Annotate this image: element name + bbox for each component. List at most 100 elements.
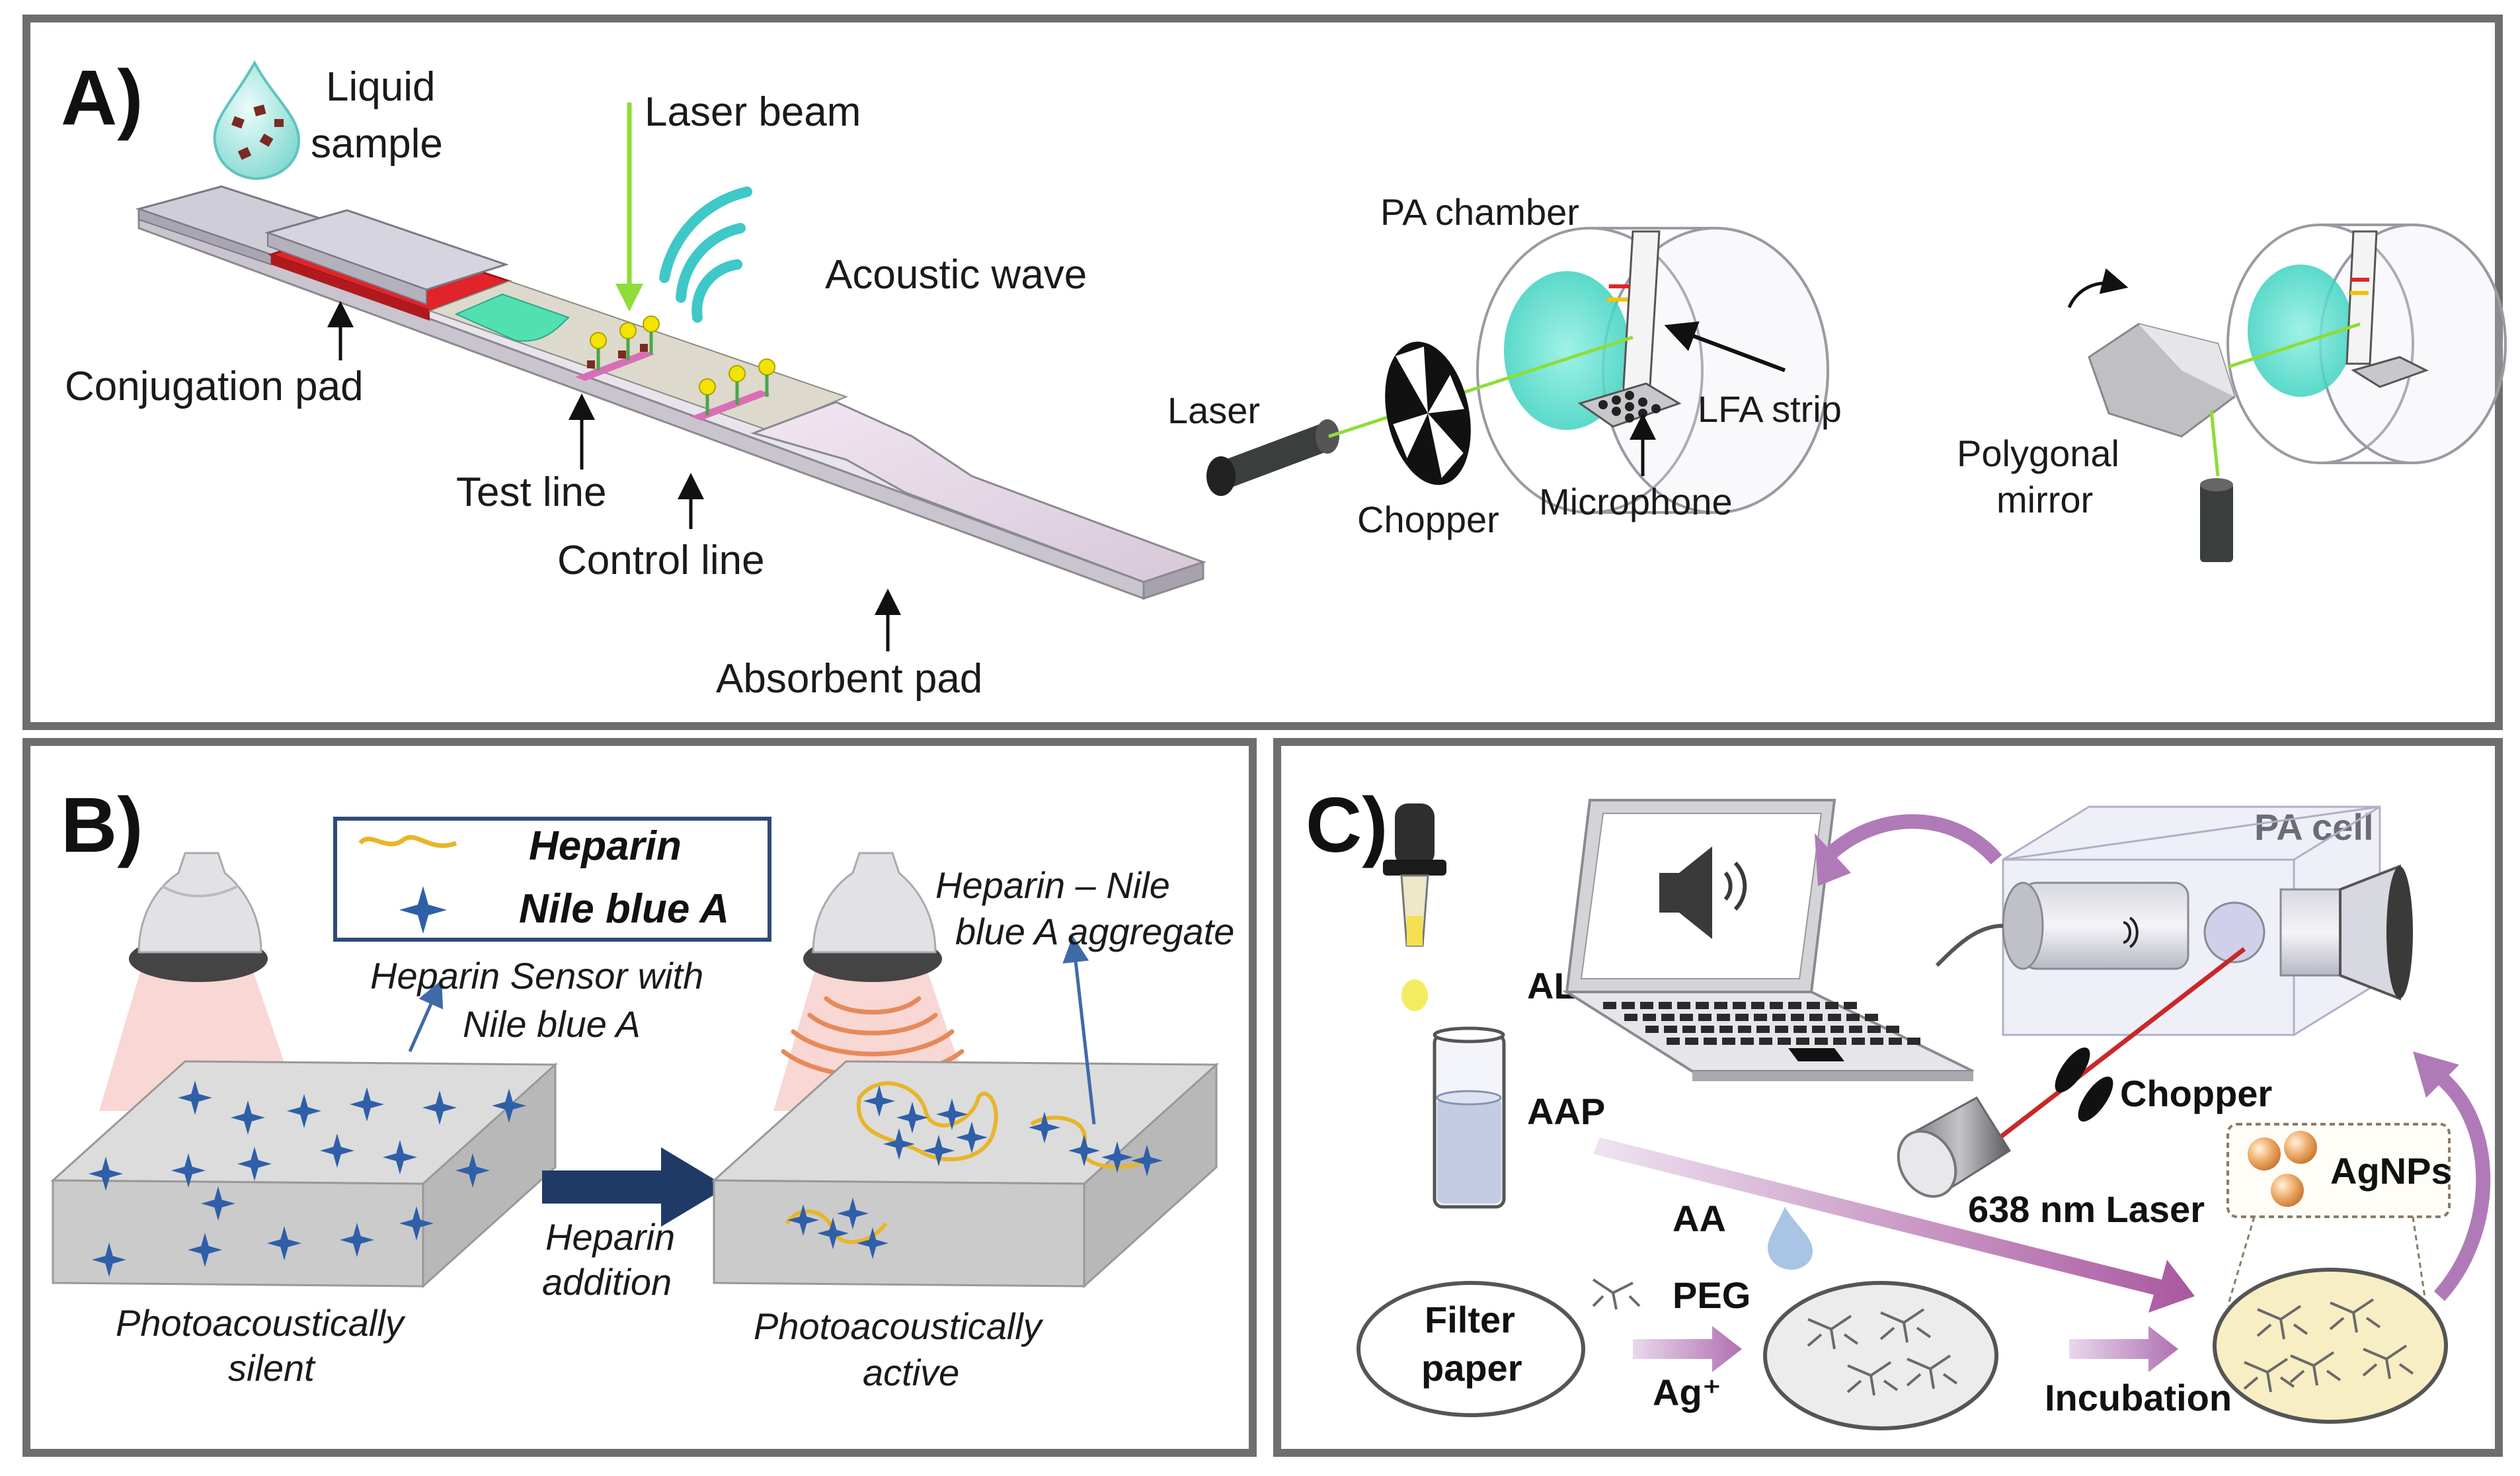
peg-fiber bbox=[1807, 1315, 1859, 1350]
laptop-key bbox=[1714, 1002, 1727, 1009]
laptop-key bbox=[1791, 1014, 1804, 1021]
laptop-key bbox=[1865, 1014, 1878, 1021]
nile-blue-star bbox=[837, 1198, 869, 1229]
laptop-key bbox=[1680, 1014, 1693, 1021]
active-label-1: Photoacoustically bbox=[754, 1305, 1044, 1347]
nile-blue-star bbox=[1101, 1141, 1133, 1173]
laptop-key bbox=[1775, 1026, 1788, 1033]
laptop-key bbox=[1844, 1002, 1857, 1009]
nile-blue-star bbox=[178, 1081, 212, 1115]
red-laser-beam bbox=[1968, 947, 2246, 1163]
laptop-key bbox=[1825, 1002, 1838, 1009]
nile-blue-star bbox=[883, 1128, 915, 1160]
nile-blue-star bbox=[267, 1226, 301, 1260]
peg-fiber bbox=[2329, 1298, 2381, 1333]
nile-blue-star bbox=[1068, 1135, 1100, 1167]
panel-a-label: A) bbox=[61, 54, 143, 142]
laptop-key bbox=[1603, 1002, 1616, 1009]
laser-head-icon-2 bbox=[2200, 478, 2233, 562]
chopper-label-a: Chopper bbox=[1357, 499, 1499, 540]
panel-a-frame bbox=[22, 15, 2503, 730]
laptop-key bbox=[1868, 1026, 1881, 1033]
laptop-key bbox=[1701, 1026, 1714, 1033]
laptop-key bbox=[1809, 1014, 1823, 1021]
laptop-key bbox=[1735, 1014, 1749, 1021]
nile-blue-star bbox=[92, 1243, 126, 1277]
liquid-sample-label-1: Liquid bbox=[326, 64, 435, 110]
nile-blue-star bbox=[817, 1217, 849, 1249]
microphone-label: Microphone bbox=[1539, 481, 1733, 522]
laptop-key bbox=[1624, 1014, 1637, 1021]
laptop-key bbox=[1685, 1038, 1698, 1045]
laptop-key bbox=[1751, 1002, 1764, 1009]
laptop-key bbox=[1907, 1038, 1920, 1045]
laptop-key bbox=[1698, 1014, 1712, 1021]
signal-return-arrow bbox=[1826, 814, 2002, 865]
pa-chamber-cylinder bbox=[1476, 227, 1829, 514]
nile-blue-star bbox=[857, 1227, 888, 1259]
peg-fiber bbox=[2289, 1351, 2342, 1386]
laptop-key bbox=[1788, 1002, 1801, 1009]
pa-chamber-cylinder-2 bbox=[2226, 224, 2507, 464]
ag-ion-label: Ag⁺ bbox=[1653, 1372, 1721, 1413]
lfa-strip bbox=[135, 185, 1206, 600]
laptop-key bbox=[1622, 1002, 1635, 1009]
laptop-key bbox=[1815, 1038, 1828, 1045]
laptop-key bbox=[1667, 1038, 1680, 1045]
laptop-key bbox=[1677, 1002, 1690, 1009]
nile-blue-star bbox=[492, 1088, 526, 1123]
laptop-key bbox=[1846, 1014, 1860, 1021]
silent-label-1: Photoacoustically bbox=[116, 1302, 406, 1344]
nile-blue-star bbox=[422, 1090, 457, 1125]
nile-blue-star bbox=[936, 1098, 968, 1130]
active-label-2: active bbox=[863, 1352, 959, 1393]
to-pa-cell-arrow bbox=[2428, 1065, 2491, 1301]
laptop-key bbox=[1889, 1038, 1902, 1045]
filter-paper-label-2: paper bbox=[1421, 1347, 1522, 1389]
acoustic-wave-label: Acoustic wave bbox=[825, 252, 1087, 298]
absorbent-pad bbox=[750, 401, 1206, 583]
polygonal-mirror-label-1: Polygonal bbox=[1957, 432, 2119, 474]
control-line-label: Control line bbox=[557, 538, 765, 583]
lfa-strip-label: LFA strip bbox=[1698, 388, 1842, 430]
laser-head-icon bbox=[1206, 419, 1339, 496]
aap-label: AAP bbox=[1527, 1090, 1605, 1132]
nile-blue-star bbox=[399, 1206, 434, 1241]
nile-blue-star bbox=[383, 1140, 417, 1174]
nile-blue-star bbox=[89, 1157, 123, 1191]
sensor-label-2: Nile blue A bbox=[463, 1003, 641, 1045]
peg-paper-icon bbox=[1763, 1281, 1998, 1430]
control-line bbox=[691, 390, 770, 421]
nile-blue-star bbox=[956, 1122, 988, 1153]
heparin-addition-label-2: addition bbox=[542, 1261, 672, 1303]
aa-drop-icon bbox=[1768, 1207, 1813, 1270]
laptop-key bbox=[1661, 1014, 1674, 1021]
peg-fiber bbox=[1879, 1308, 1932, 1343]
laser-label-c: 638 nm Laser bbox=[1968, 1188, 2205, 1230]
peg-fiber bbox=[2256, 1305, 2308, 1340]
laptop-key bbox=[1754, 1014, 1767, 1021]
nile-blue-legend-icon bbox=[399, 886, 447, 934]
laptop-key bbox=[1733, 1002, 1746, 1009]
polygonal-mirror-label-2: mirror bbox=[1996, 479, 2093, 520]
liquid-sample-label-2: sample bbox=[311, 121, 443, 167]
laptop-key bbox=[1719, 1026, 1733, 1033]
laptop-key bbox=[1778, 1038, 1791, 1045]
panel-c-label: C) bbox=[1306, 782, 1388, 869]
peg-fiber bbox=[1846, 1361, 1899, 1396]
nile-blue-star bbox=[287, 1094, 321, 1128]
pa-cell-device bbox=[1935, 805, 2413, 1036]
nile-blue-stars-left bbox=[89, 1081, 526, 1277]
flow-arrow-long bbox=[1593, 1137, 2195, 1313]
nile-blue-star bbox=[455, 1153, 490, 1188]
laptop-key bbox=[1772, 1014, 1786, 1021]
laptop-key bbox=[1722, 1038, 1735, 1045]
pa-chamber-label: PA chamber bbox=[1380, 191, 1579, 233]
absorbent-pad-label: Absorbent pad bbox=[716, 656, 982, 702]
peg-fibers-icon bbox=[1592, 1278, 1641, 1310]
nile-blue-star bbox=[350, 1087, 384, 1122]
laptop-key bbox=[1849, 1026, 1862, 1033]
laptop-key bbox=[1682, 1026, 1696, 1033]
laptop-key bbox=[1852, 1038, 1865, 1045]
liquid-drop-icon bbox=[213, 60, 301, 181]
